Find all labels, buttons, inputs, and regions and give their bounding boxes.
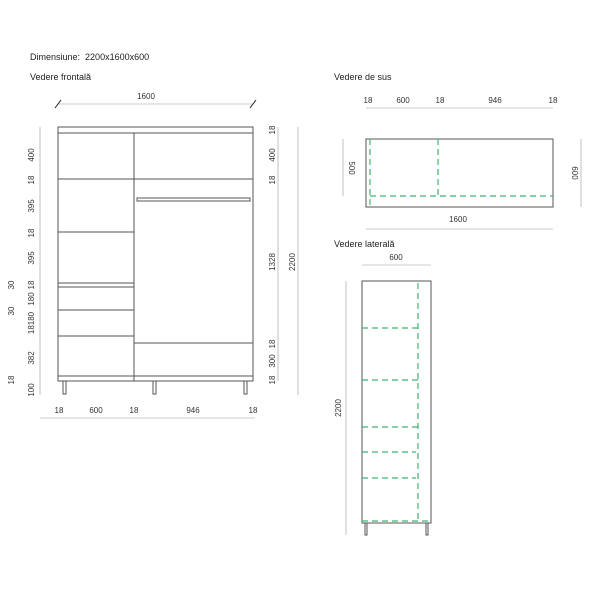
svg-text:18: 18 bbox=[268, 125, 277, 134]
dimensions-label: Dimensiune: 2200x1600x600 bbox=[30, 52, 150, 62]
side-outline bbox=[361, 280, 432, 524]
svg-text:180: 180 bbox=[27, 292, 36, 306]
leg bbox=[243, 380, 248, 395]
bottom-dims: 18 600 18 946 18 bbox=[55, 406, 258, 415]
svg-text:18: 18 bbox=[27, 280, 36, 289]
svg-text:18: 18 bbox=[249, 406, 258, 415]
svg-text:600: 600 bbox=[389, 253, 403, 262]
svg-text:600: 600 bbox=[396, 96, 410, 105]
svg-text:600: 600 bbox=[89, 406, 103, 415]
svg-text:18: 18 bbox=[436, 96, 445, 105]
front-width: 1600 bbox=[137, 92, 155, 101]
hanging-rail bbox=[136, 197, 251, 202]
top-outline bbox=[365, 138, 554, 208]
svg-text:18: 18 bbox=[130, 406, 139, 415]
side-view: 600 2200 bbox=[334, 253, 432, 536]
svg-text:946: 946 bbox=[186, 406, 200, 415]
front-view: 1600 400 18 395 18 395 18 30 180 30 1818… bbox=[7, 92, 299, 419]
svg-text:382: 382 bbox=[27, 351, 36, 365]
svg-text:18180: 18180 bbox=[27, 311, 36, 334]
svg-text:600: 600 bbox=[570, 166, 579, 180]
svg-text:18: 18 bbox=[364, 96, 373, 105]
front-view-title: Vedere frontală bbox=[30, 72, 92, 82]
svg-text:395: 395 bbox=[27, 251, 36, 265]
svg-text:30: 30 bbox=[7, 306, 16, 315]
top-view-title: Vedere de sus bbox=[334, 72, 392, 82]
svg-text:2200: 2200 bbox=[334, 399, 343, 417]
svg-text:1328: 1328 bbox=[268, 253, 277, 271]
svg-text:500: 500 bbox=[347, 161, 356, 175]
svg-text:18: 18 bbox=[268, 339, 277, 348]
svg-text:18: 18 bbox=[549, 96, 558, 105]
svg-text:300: 300 bbox=[268, 354, 277, 368]
top-view: 18 600 18 946 18 500 600 1600 bbox=[342, 96, 582, 230]
svg-text:400: 400 bbox=[268, 148, 277, 162]
svg-text:395: 395 bbox=[27, 199, 36, 213]
svg-text:400: 400 bbox=[27, 148, 36, 162]
left-dims: 400 18 395 18 395 18 30 180 30 18180 382… bbox=[7, 148, 36, 397]
right-dims: 18 400 18 1328 18 300 18 2200 bbox=[268, 125, 297, 384]
svg-text:30: 30 bbox=[7, 280, 16, 289]
svg-text:100: 100 bbox=[27, 383, 36, 397]
svg-text:946: 946 bbox=[488, 96, 502, 105]
svg-text:18: 18 bbox=[268, 175, 277, 184]
svg-text:18: 18 bbox=[7, 375, 16, 384]
svg-text:2200: 2200 bbox=[288, 253, 297, 271]
leg bbox=[425, 522, 429, 536]
leg bbox=[152, 380, 157, 395]
svg-text:18: 18 bbox=[27, 175, 36, 184]
svg-text:1600: 1600 bbox=[449, 215, 467, 224]
svg-text:18: 18 bbox=[268, 375, 277, 384]
svg-text:18: 18 bbox=[27, 228, 36, 237]
side-view-title: Vedere laterală bbox=[334, 239, 395, 249]
leg bbox=[364, 522, 368, 536]
svg-text:18: 18 bbox=[55, 406, 64, 415]
leg bbox=[62, 380, 67, 395]
